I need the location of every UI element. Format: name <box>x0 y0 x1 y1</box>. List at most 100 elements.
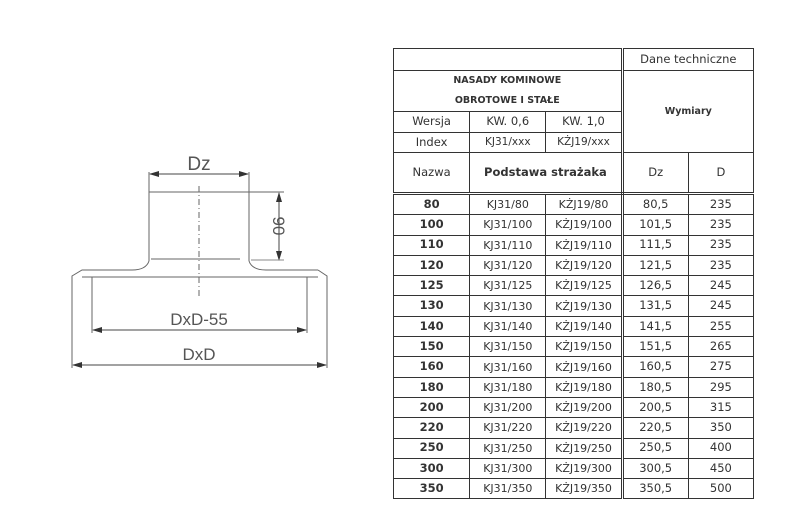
row-name: 110 <box>392 234 471 256</box>
row-d: 235 <box>687 214 755 236</box>
row-kw10-index: KŻJ19/100 <box>545 214 624 236</box>
height-label: 90 <box>269 217 288 236</box>
row-kw10-index: KŻJ19/200 <box>545 396 624 419</box>
row-kw10-index: KŻJ19/150 <box>545 336 624 358</box>
outer-width-label: DxD <box>182 345 215 364</box>
row-kw10-index: KŻJ19/350 <box>545 478 624 500</box>
left-fillet <box>92 260 150 271</box>
dim-header-dz: Dz <box>621 152 689 195</box>
index-kw10: KŻJ19/xxx <box>545 132 624 153</box>
row-dz: 131,5 <box>621 295 689 317</box>
base-outline-right <box>317 269 328 368</box>
row-kw10-index: KŻJ19/160 <box>545 356 624 378</box>
row-name: 250 <box>392 437 471 459</box>
row-name: 100 <box>392 214 471 236</box>
row-kw06-index: KJ31/140 <box>469 315 547 338</box>
row-d: 235 <box>687 192 755 216</box>
row-kw06-index: KJ31/160 <box>469 356 547 378</box>
row-dz: 121,5 <box>621 254 689 277</box>
row-kw06-index: KJ31/200 <box>469 396 547 419</box>
product-name: Podstawa strażaka <box>469 152 624 195</box>
row-d: 450 <box>687 457 755 480</box>
row-kw10-index: KŻJ19/125 <box>545 275 624 297</box>
row-kw10-index: KŻJ19/130 <box>545 295 624 317</box>
row-d: 350 <box>687 417 755 439</box>
dz-label: Dz <box>187 154 210 175</box>
row-dz: 141,5 <box>621 315 689 338</box>
row-name: 350 <box>392 478 471 500</box>
technical-drawing: Dz 90 DxD-55 DxD <box>0 0 380 520</box>
row-dz: 220,5 <box>621 417 689 439</box>
version-label: Wersja <box>392 111 471 133</box>
row-name: 180 <box>392 376 471 398</box>
row-d: 255 <box>687 315 755 338</box>
row-kw06-index: KJ31/120 <box>469 254 547 277</box>
row-kw10-index: KŻJ19/80 <box>545 192 624 216</box>
base-outline <box>71 269 92 368</box>
row-d: 265 <box>687 336 755 358</box>
technical-data-header: Dane techniczne <box>621 48 755 71</box>
row-name: 120 <box>392 254 471 277</box>
row-kw06-index: KJ31/300 <box>469 457 547 480</box>
row-kw06-index: KJ31/125 <box>469 275 547 297</box>
row-dz: 350,5 <box>621 478 689 500</box>
row-dz: 160,5 <box>621 356 689 378</box>
row-dz: 151,5 <box>621 336 689 358</box>
row-kw06-index: KJ31/110 <box>469 234 547 256</box>
product-title-line2: OBROTOWE I STAŁE <box>454 95 560 106</box>
row-kw10-index: KŻJ19/110 <box>545 234 624 256</box>
row-dz: 111,5 <box>621 234 689 256</box>
row-kw10-index: KŻJ19/140 <box>545 315 624 338</box>
row-d: 235 <box>687 254 755 277</box>
row-kw06-index: KJ31/100 <box>469 214 547 236</box>
index-label: Index <box>392 132 471 153</box>
row-name: 140 <box>392 315 471 338</box>
row-kw06-index: KJ31/250 <box>469 437 547 459</box>
product-title: NASADY KOMINOWE OBROTOWE I STAŁE <box>393 70 624 112</box>
row-d: 295 <box>687 376 755 398</box>
row-d: 400 <box>687 437 755 459</box>
version-kw06: KW. 0,6 <box>469 111 547 133</box>
dimensions-header: Wymiary <box>621 70 755 153</box>
row-dz: 300,5 <box>621 457 689 480</box>
inner-width-label: DxD-55 <box>170 310 228 329</box>
row-kw06-index: KJ31/350 <box>469 478 547 500</box>
row-name: 80 <box>392 192 471 216</box>
row-name: 200 <box>392 396 471 419</box>
row-dz: 250,5 <box>621 437 689 459</box>
name-label: Nazwa <box>392 152 471 195</box>
row-d: 500 <box>687 478 755 500</box>
row-d: 315 <box>687 396 755 419</box>
row-dz: 80,5 <box>621 192 689 216</box>
row-name: 150 <box>392 336 471 358</box>
product-title-line1: NASADY KOMINOWE <box>453 75 562 86</box>
row-dz: 180,5 <box>621 376 689 398</box>
row-name: 125 <box>392 275 471 297</box>
empty-top-cell <box>393 48 624 71</box>
row-kw06-index: KJ31/220 <box>469 417 547 439</box>
row-kw10-index: KŻJ19/300 <box>545 457 624 480</box>
row-d: 275 <box>687 356 755 378</box>
row-kw06-index: KJ31/150 <box>469 336 547 358</box>
row-kw06-index: KJ31/180 <box>469 376 547 398</box>
row-kw10-index: KŻJ19/220 <box>545 417 624 439</box>
row-name: 300 <box>392 457 471 480</box>
version-kw10: KW. 1,0 <box>545 111 624 133</box>
row-dz: 126,5 <box>621 275 689 297</box>
row-d: 245 <box>687 275 755 297</box>
row-name: 130 <box>392 295 471 317</box>
row-kw10-index: KŻJ19/120 <box>545 254 624 277</box>
